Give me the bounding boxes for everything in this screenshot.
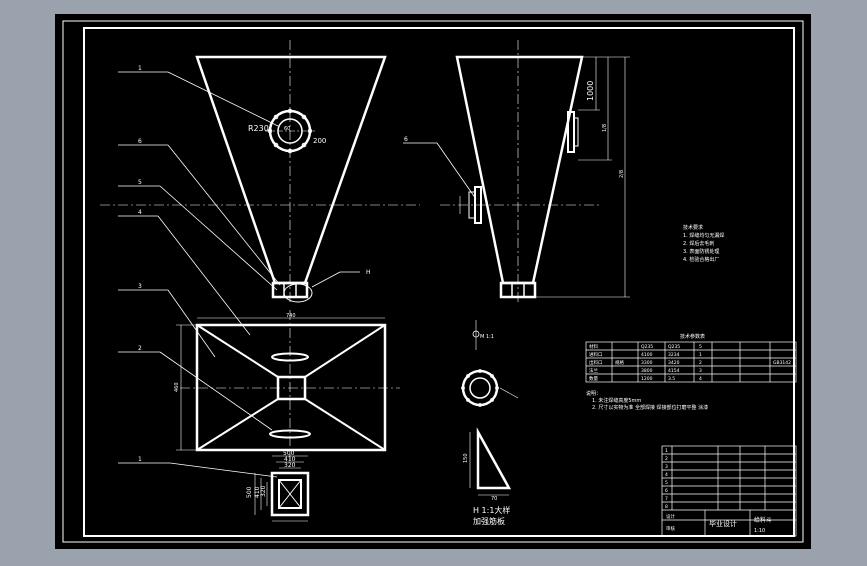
dim-left-height: 460	[174, 382, 180, 392]
dim-sq-h410: 410	[254, 486, 261, 498]
param-cell-2-2: 3800	[641, 368, 653, 374]
tb-scale: 1:10	[754, 528, 765, 534]
callout-h: H	[366, 269, 371, 276]
param-cell-2-0: 法兰	[589, 367, 598, 374]
param-cell-1-1: 规格	[615, 359, 624, 366]
dim-t-b: 70	[491, 496, 497, 502]
param-cell-1-4: 2	[699, 360, 702, 366]
param-std: GB3142	[773, 360, 791, 366]
front-view	[100, 40, 420, 305]
section-view	[461, 320, 519, 407]
gusset-detail	[469, 427, 512, 496]
tb-row-6: 6	[665, 488, 668, 494]
leader-lines	[118, 71, 477, 478]
param-cell-1-2: 3300	[641, 360, 653, 366]
tb-row-3: 3	[665, 464, 668, 470]
param-cell-1-0: 出料口	[589, 359, 603, 366]
dim-v1b: 1/8	[602, 124, 608, 132]
plan-view	[176, 310, 400, 460]
dim-sq-h500: 500	[246, 486, 253, 498]
notes-line-2: 2. 尺寸以实物为准 全部焊接 焊接部位打磨平整 涂漆	[592, 404, 708, 411]
tech-req-line-3: 3. 表面防锈处理	[683, 248, 719, 255]
title-block-text: 1 2 3 4 5 6 7 8 设计 审核 毕业设计 给料斗 1:10	[665, 448, 772, 534]
param-cell-0-4: 1	[699, 352, 702, 358]
notes-label: 说明：	[586, 390, 601, 397]
tb-drawing: 给料斗	[754, 516, 772, 524]
outlet-detail	[254, 455, 310, 522]
param-cell-4-2: Q235	[641, 344, 653, 350]
drawing-sheet	[55, 14, 811, 549]
callout-1: 1	[138, 65, 142, 72]
tb-row-5: 5	[665, 480, 668, 486]
dim-t-h: 150	[463, 453, 469, 463]
tb-row-2: 2	[665, 456, 668, 462]
param-cell-2-4: 3	[699, 368, 702, 374]
outer-border	[62, 20, 804, 543]
dim-top-width: 740	[286, 313, 296, 319]
section-label: M 1:1	[480, 334, 494, 340]
param-table-title: 技术参数表	[680, 333, 705, 340]
view-h-subtitle: 加强筋板	[473, 516, 505, 526]
dim-v230: 2/8	[619, 170, 625, 178]
param-cell-4-4: 5	[699, 344, 702, 350]
tech-req-line-4: 4. 检验合格出厂	[683, 256, 719, 263]
side-view	[440, 40, 630, 305]
tb-row-8: 8	[665, 504, 668, 510]
tb-designer: 设计	[666, 513, 675, 520]
tb-row-4: 4	[665, 472, 668, 478]
dim-60: 60	[284, 126, 290, 132]
tb-row-1: 1	[665, 448, 668, 454]
param-table-cells: 进料口 4100 3234 1 出料口 规格 3300 3420 2 法兰 38…	[589, 343, 791, 382]
tb-project: 毕业设计	[709, 519, 737, 528]
param-cell-0-2: 4100	[641, 352, 653, 358]
title-block-grid	[661, 445, 797, 537]
callout-1b: 1	[138, 456, 142, 463]
param-cell-0-0: 进料口	[589, 351, 603, 358]
callout-5: 5	[138, 179, 142, 186]
param-cell-4-3: Q235	[668, 344, 680, 350]
param-table-grid	[585, 341, 797, 383]
callout-3: 3	[138, 283, 142, 290]
tech-req-line-1: 1. 焊缝均匀无漏焊	[683, 232, 724, 239]
dim-r230: R230	[248, 124, 269, 133]
callout-4: 4	[138, 209, 142, 216]
param-cell-1-3: 3420	[668, 360, 680, 366]
param-cell-3-0: 数量	[589, 375, 598, 382]
param-cell-3-3: 3.5	[668, 376, 675, 382]
tech-req-title: 技术要求	[683, 224, 703, 231]
view-h-title: H 1:1大样	[473, 505, 510, 515]
notes-line-1: 1. 未注焊缝高度5mm	[592, 397, 641, 404]
param-cell-4-0: 材料	[589, 343, 598, 350]
tb-check: 审核	[666, 525, 675, 532]
callout-6: 6	[138, 138, 142, 145]
param-cell-2-3: 4154	[668, 368, 680, 374]
dim-1000: 1000	[586, 81, 595, 101]
callout-2: 2	[138, 345, 142, 352]
tech-req-line-2: 2. 焊后去毛刺	[683, 240, 714, 247]
tb-row-7: 7	[665, 496, 668, 502]
dim-200: 200	[313, 137, 326, 145]
param-cell-3-4: 4	[699, 376, 702, 382]
callout-6r: 6	[404, 136, 408, 143]
inner-border	[83, 27, 795, 537]
dim-sq-410: 410	[284, 456, 296, 463]
dim-sq-320: 320	[284, 462, 296, 469]
param-cell-0-3: 3234	[668, 352, 680, 358]
param-cell-3-2: 1200	[641, 376, 653, 382]
dim-sq-h320: 320	[260, 485, 267, 497]
dim-sq-500: 500	[283, 450, 295, 457]
